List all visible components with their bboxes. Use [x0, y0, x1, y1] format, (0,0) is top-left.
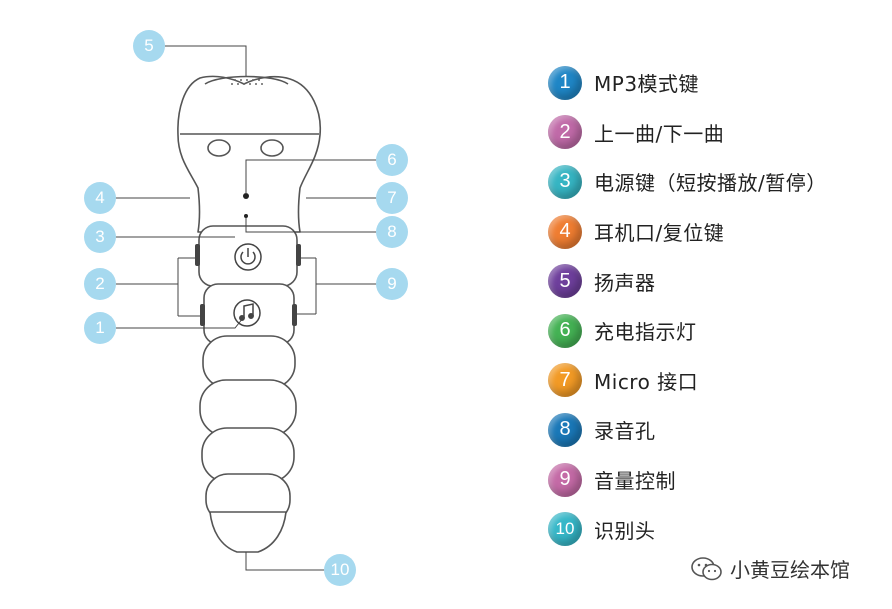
legend-number: 2	[548, 115, 582, 150]
callout-4: 4	[84, 182, 116, 214]
callout-6: 6	[376, 144, 408, 176]
legend-number: 1	[548, 65, 582, 100]
watermark: 小黄豆绘本馆	[690, 554, 850, 583]
leader-lines	[115, 45, 378, 571]
legend-item-5: 5 扬声器	[548, 256, 878, 306]
legend-number: 4	[548, 214, 582, 249]
legend-label: 录音孔	[594, 419, 656, 444]
legend-item-4: 4 耳机口/复位键	[548, 207, 878, 257]
callout-10: 10	[324, 554, 356, 586]
eye-left	[207, 139, 231, 157]
legend-label: 扬声器	[594, 270, 656, 295]
legend-item-1: 1 MP3模式键	[548, 58, 878, 108]
legend-label: 耳机口/复位键	[594, 221, 725, 246]
legend-item-6: 6 充电指示灯	[548, 306, 878, 356]
legend-number: 8	[548, 412, 582, 447]
side-button-left	[195, 244, 200, 266]
side-button-right	[296, 244, 301, 266]
callout-2: 2	[84, 268, 116, 300]
speaker-dots	[231, 79, 263, 85]
legend: 1 MP3模式键 2 上一曲/下一曲 3 电源键（短按播放/暂停） 4 耳机口/…	[548, 58, 878, 554]
pen-tip	[209, 511, 287, 553]
wechat-icon	[691, 556, 722, 580]
power-icon	[234, 243, 262, 271]
legend-label: 上一曲/下一曲	[594, 121, 725, 146]
callout-5: 5	[133, 30, 165, 62]
eye-right	[260, 139, 284, 157]
legend-label: 充电指示灯	[594, 320, 697, 345]
legend-label: MP3模式键	[594, 72, 700, 97]
legend-item-8: 8 录音孔	[548, 405, 878, 455]
mic-hole	[244, 214, 248, 218]
pen-head	[177, 75, 322, 233]
music-note-icon	[233, 299, 261, 327]
legend-item-9: 9 音量控制	[548, 455, 878, 505]
charge-indicator	[243, 193, 249, 199]
callout-3: 3	[84, 221, 116, 253]
legend-item-10: 10 识别头	[548, 504, 878, 554]
callout-9: 9	[376, 268, 408, 300]
legend-number: 5	[548, 264, 582, 299]
speaker-grill	[204, 75, 289, 85]
watermark-text: 小黄豆绘本馆	[730, 558, 850, 582]
legend-label: Micro 接口	[594, 369, 699, 394]
legend-number: 3	[548, 164, 582, 199]
callout-8: 8	[376, 216, 408, 248]
legend-item-2: 2 上一曲/下一曲	[548, 108, 878, 158]
side-button-right	[292, 304, 297, 326]
side-button-left	[200, 304, 205, 326]
legend-item-3: 3 电源键（短按播放/暂停）	[548, 157, 878, 207]
callout-1: 1	[84, 312, 116, 344]
legend-number: 7	[548, 363, 582, 398]
legend-item-7: 7 Micro 接口	[548, 356, 878, 406]
callout-7: 7	[376, 182, 408, 214]
legend-label: 识别头	[594, 518, 656, 543]
legend-number: 6	[548, 313, 582, 348]
legend-number: 9	[548, 462, 582, 497]
legend-label: 电源键（短按播放/暂停）	[594, 171, 827, 196]
legend-label: 音量控制	[594, 469, 676, 494]
legend-number: 10	[548, 512, 582, 547]
